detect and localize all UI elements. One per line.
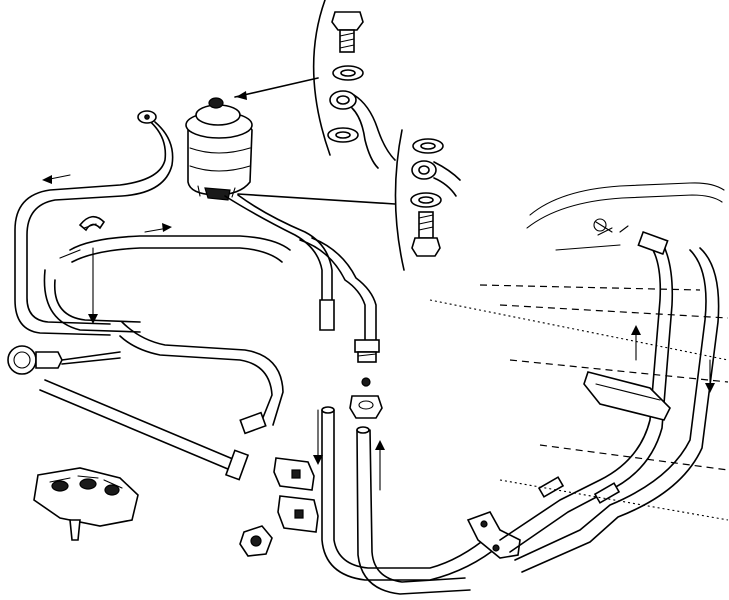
pressure-fitting-stack	[349, 339, 383, 419]
hose-clamp	[78, 215, 106, 232]
detail-lower	[394, 129, 461, 271]
detail-pointer-lines	[234, 77, 396, 205]
flow-arrows	[42, 174, 715, 491]
lower-hoses	[321, 406, 501, 595]
clamp-plates	[273, 457, 319, 533]
vehicle-body-outline	[429, 182, 729, 521]
feed-hose-centre	[224, 194, 377, 341]
mounting-bracket-base	[33, 467, 139, 541]
detail-top	[312, 0, 396, 169]
fluid-reservoir	[185, 97, 253, 201]
cooler-loop-hose	[43, 235, 291, 435]
flange-nut	[239, 525, 273, 557]
return-hose-left	[14, 110, 174, 336]
pressure-switch	[7, 345, 121, 375]
hose-clip	[466, 511, 521, 559]
mounting-bracket	[39, 379, 250, 481]
cooler-lines	[499, 230, 720, 573]
fluid-cooler	[583, 371, 671, 421]
